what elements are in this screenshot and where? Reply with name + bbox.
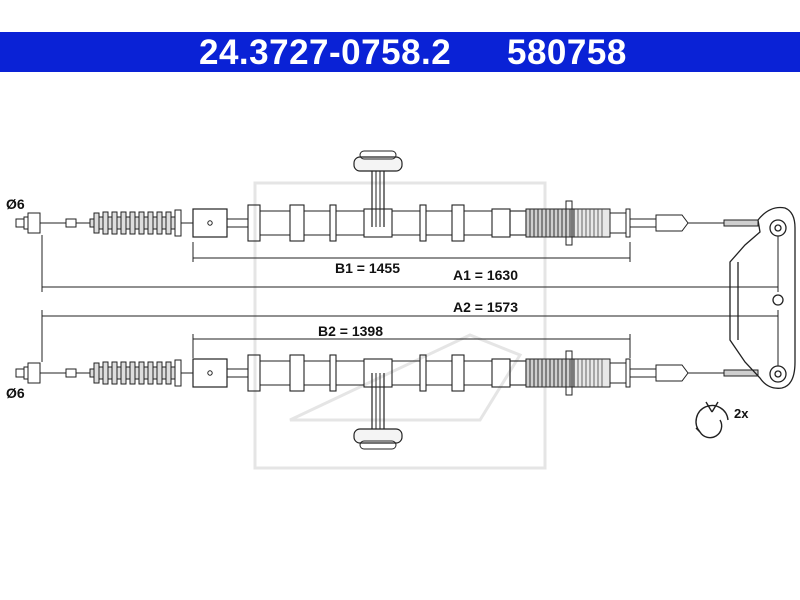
- dimension-a2-label: A2 = 1573: [453, 299, 518, 315]
- title-bar: 24.3727-0758.2 580758: [0, 32, 800, 72]
- retaining-clip-icon: [695, 401, 729, 439]
- upper-cable: [15, 200, 759, 246]
- lower-brake-handle: [353, 372, 403, 450]
- upper-brake-handle: [353, 150, 403, 228]
- dimension-b1-label: B1 = 1455: [335, 260, 400, 276]
- dimension-a2: [41, 310, 779, 366]
- top-end-diameter-label: Ø6: [6, 196, 25, 212]
- dimension-b2: [192, 334, 631, 358]
- dimension-b1: [192, 242, 631, 262]
- ate-watermark: [253, 181, 547, 470]
- dimension-b2-label: B2 = 1398: [318, 323, 383, 339]
- dimension-a1: [41, 235, 779, 292]
- dimension-a1-label: A1 = 1630: [453, 267, 518, 283]
- clip-quantity-label: 2x: [734, 406, 749, 421]
- reference-number: 580758: [507, 33, 627, 72]
- part-number: 24.3727-0758.2: [199, 33, 452, 72]
- bottom-end-diameter-label: Ø6: [6, 385, 25, 401]
- equalizer-bracket: [729, 206, 796, 389]
